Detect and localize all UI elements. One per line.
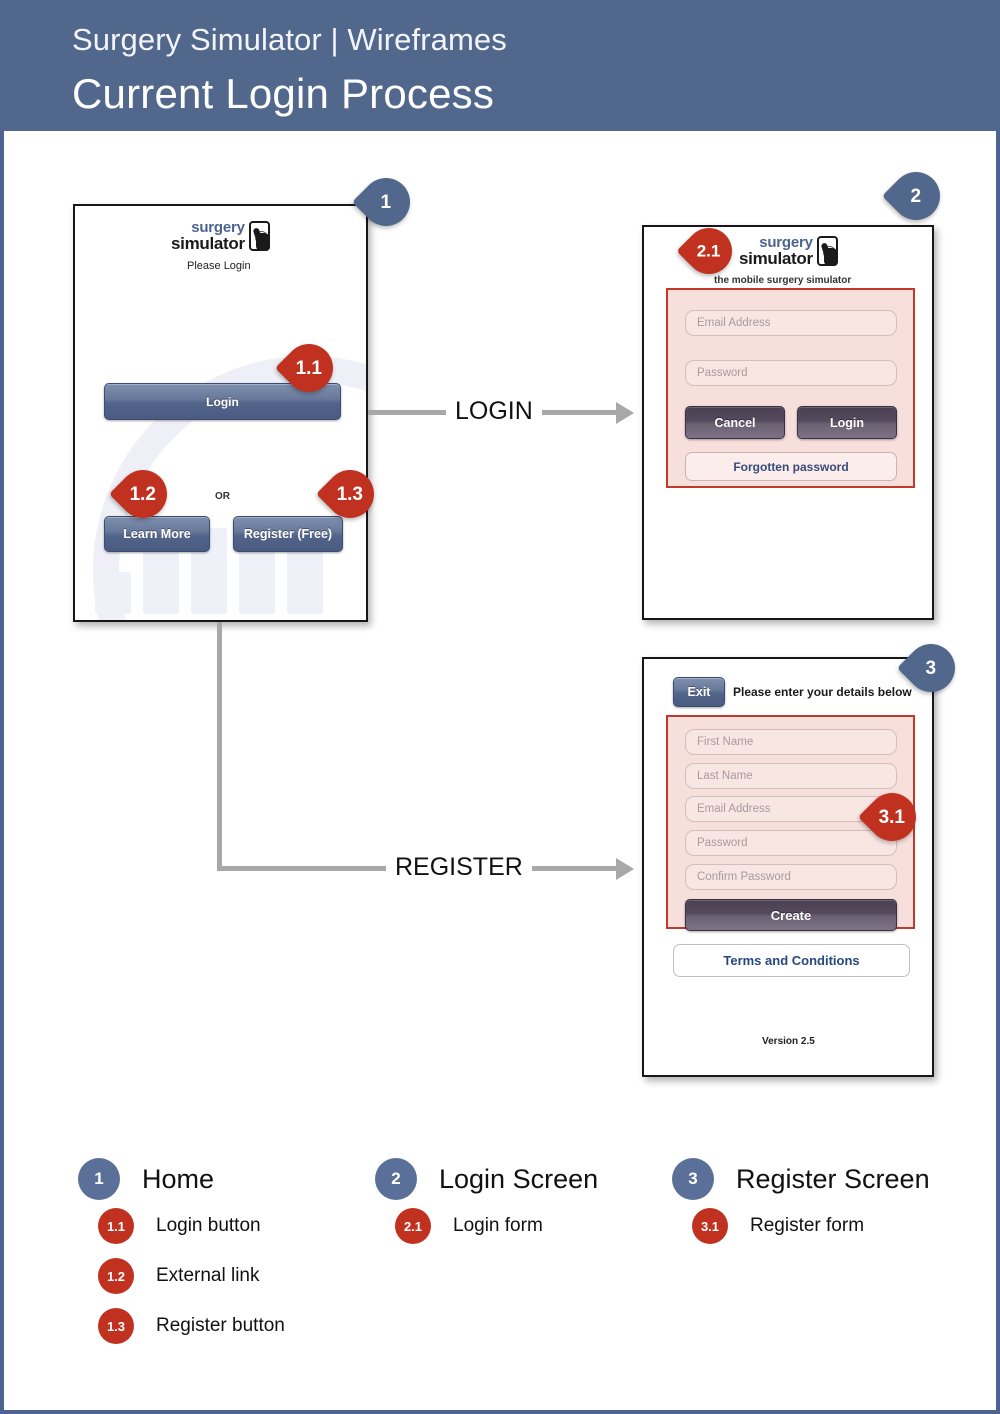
logo-word-simulator: simulator	[739, 249, 813, 268]
register-instruction-text: Please enter your details below	[733, 685, 912, 699]
cancel-button[interactable]: Cancel	[685, 406, 785, 439]
legend-label-2-1: Login form	[453, 1215, 543, 1236]
email-field[interactable]: Email Address	[685, 310, 897, 336]
hand-pointer-icon	[255, 233, 270, 251]
register-connector-label: REGISTER	[386, 853, 532, 882]
legend-item-2-1: 2.1 Login form	[395, 1208, 543, 1244]
forgotten-password-button[interactable]: Forgotten password	[685, 452, 897, 481]
callout-pin-1-2-label: 1.2	[129, 483, 157, 505]
header-subtitle: Surgery Simulator | Wireframes	[72, 22, 507, 57]
last-name-field[interactable]: Last Name	[685, 763, 897, 789]
logo-word-surgery: surgery	[191, 219, 245, 236]
screen-pin-2-label: 2	[910, 185, 922, 207]
confirm-password-field[interactable]: Confirm Password	[685, 864, 897, 890]
password-field[interactable]: Password	[685, 830, 897, 856]
legend-main-3: 3 Register Screen	[672, 1158, 930, 1200]
register-connector-arrowhead	[616, 858, 634, 880]
exit-button[interactable]: Exit	[673, 677, 725, 707]
terms-and-conditions-button[interactable]: Terms and Conditions	[673, 944, 910, 977]
app-tagline: the mobile surgery simulator	[714, 275, 852, 286]
login-connector-label: LOGIN	[446, 397, 542, 426]
or-separator-label: OR	[215, 491, 230, 502]
learn-more-button[interactable]: Learn More	[104, 516, 210, 552]
legend-item-1-3: 1.3 Register button	[98, 1308, 285, 1344]
page-title: Current Login Process	[72, 70, 495, 117]
register-connector-vertical	[217, 622, 222, 869]
register-screen-frame: Exit Please enter your details below Fir…	[642, 657, 934, 1077]
password-field[interactable]: Password	[685, 360, 897, 386]
page-header: Surgery Simulator | Wireframes Current L…	[0, 0, 1000, 131]
first-name-field[interactable]: First Name	[685, 729, 897, 755]
register-free-button[interactable]: Register (Free)	[233, 516, 343, 552]
legend-label-3-1: Register form	[750, 1215, 865, 1236]
logo-wordmark: surgery simulator	[739, 235, 813, 267]
legend-label-2: Login Screen	[439, 1163, 599, 1194]
screen-pin-3-label: 3	[925, 657, 937, 679]
login-button[interactable]: Login	[797, 406, 897, 439]
login-form-highlight: Email Address Password Cancel Login Forg…	[666, 288, 915, 488]
legend-main-2: 2 Login Screen	[375, 1158, 598, 1200]
screen-pin-2: 2	[882, 162, 950, 230]
legend-badge-1: 1	[78, 1158, 120, 1200]
callout-pin-2-1-label: 2.1	[697, 241, 721, 261]
app-logo: surgery simulator	[171, 220, 270, 252]
phone-touch-icon	[816, 236, 838, 266]
legend-badge-2: 2	[375, 1158, 417, 1200]
screen-pin-1-label: 1	[380, 191, 392, 213]
legend-badge-1-1: 1.1	[98, 1208, 134, 1244]
legend: 1 Home 1.1 Login button 1.2 External lin…	[4, 1140, 1000, 1390]
login-screen-frame: surgery simulator the mobile surgery sim…	[642, 225, 934, 620]
logo-wordmark: surgery simulator	[171, 220, 245, 252]
legend-label-1-2: External link	[156, 1265, 260, 1286]
logo-word-simulator: simulator	[171, 234, 245, 253]
legend-badge-3: 3	[672, 1158, 714, 1200]
legend-label-3: Register Screen	[736, 1163, 930, 1194]
app-logo: surgery simulator	[739, 235, 838, 267]
legend-badge-1-3: 1.3	[98, 1308, 134, 1344]
callout-pin-1-3-label: 1.3	[336, 483, 364, 505]
callout-pin-1-1-label: 1.1	[295, 357, 323, 379]
legend-badge-3-1: 3.1	[692, 1208, 728, 1244]
phone-touch-icon	[248, 221, 270, 251]
legend-label-1: Home	[142, 1163, 215, 1194]
legend-badge-1-2: 1.2	[98, 1258, 134, 1294]
legend-badge-2-1: 2.1	[395, 1208, 431, 1244]
legend-label-1-1: Login button	[156, 1215, 261, 1236]
legend-main-1: 1 Home	[78, 1158, 214, 1200]
create-button[interactable]: Create	[685, 899, 897, 931]
please-login-text: Please Login	[187, 260, 251, 272]
legend-item-1-2: 1.2 External link	[98, 1258, 260, 1294]
callout-pin-3-1-label: 3.1	[878, 806, 906, 828]
home-screen-frame: surgery simulator Please Login Login OR …	[73, 204, 368, 622]
legend-label-1-3: Register button	[156, 1315, 285, 1336]
legend-item-3-1: 3.1 Register form	[692, 1208, 864, 1244]
login-connector-arrowhead	[616, 402, 634, 424]
hand-pointer-icon	[823, 248, 838, 266]
version-text: Version 2.5	[762, 1036, 815, 1047]
logo-word-surgery: surgery	[759, 234, 813, 251]
legend-item-1-1: 1.1 Login button	[98, 1208, 261, 1244]
